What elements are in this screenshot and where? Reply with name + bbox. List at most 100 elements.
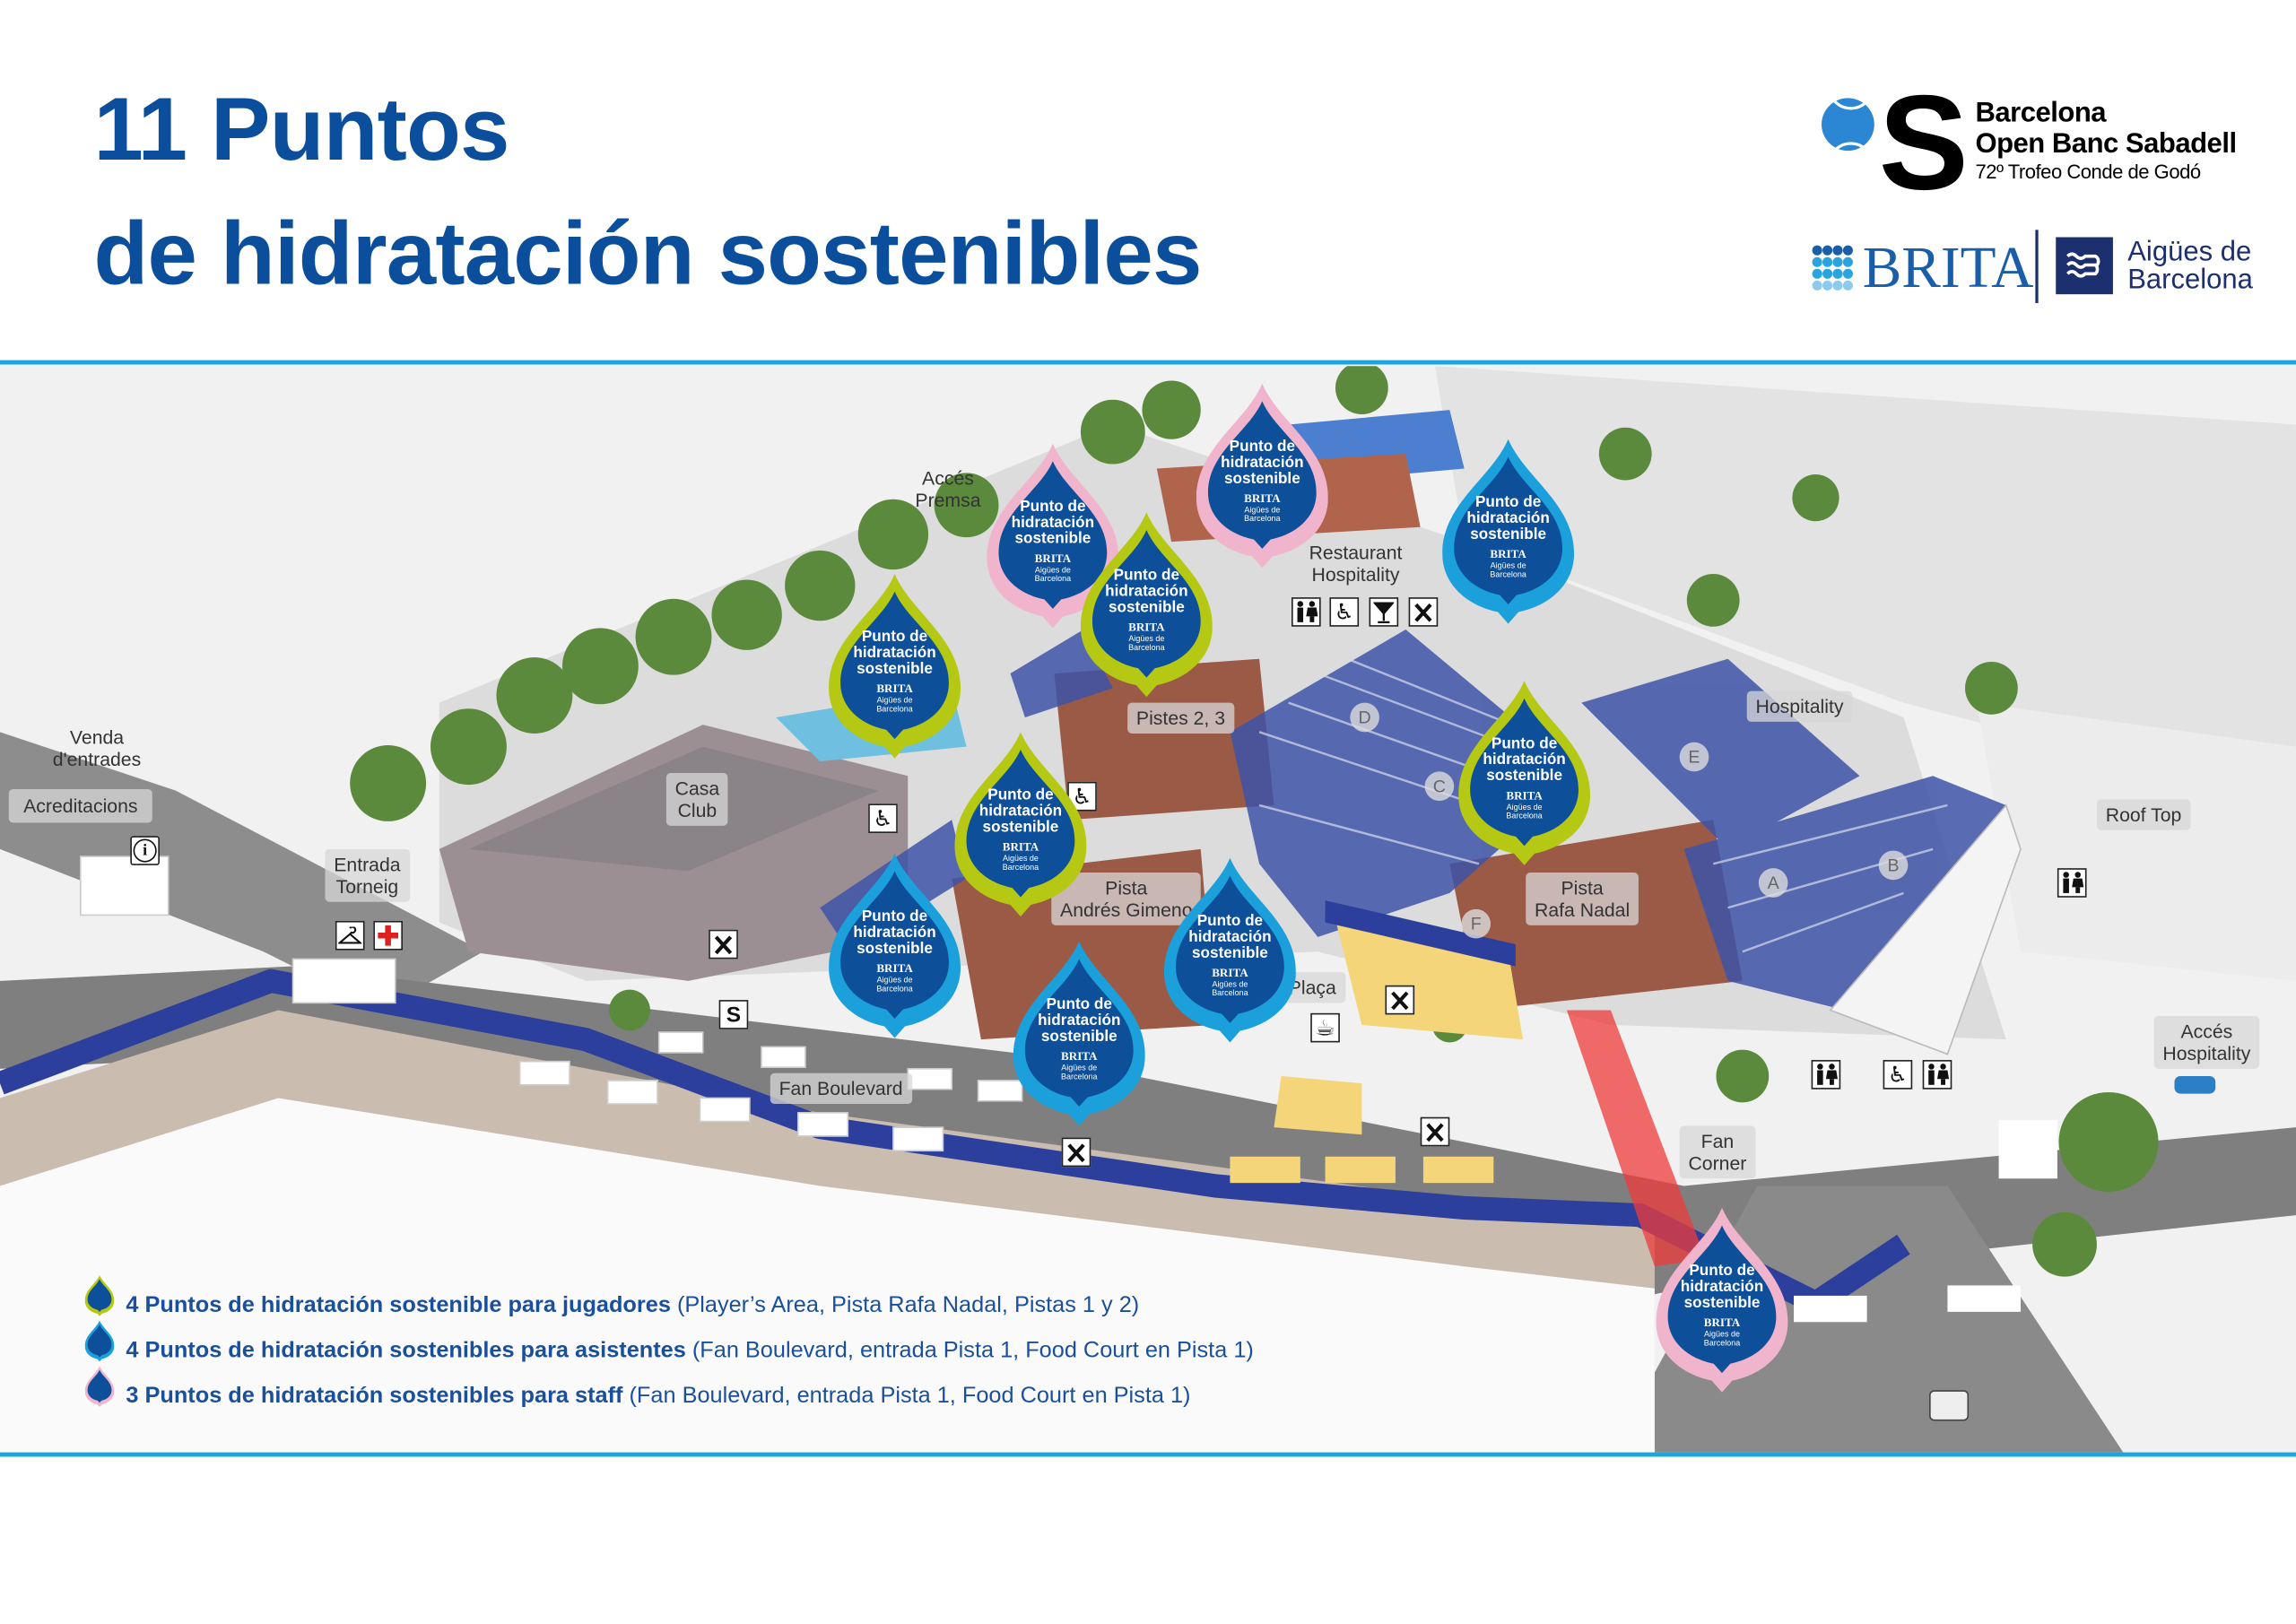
water-drop-icon xyxy=(829,573,961,759)
label-hospitality: Hospitality xyxy=(1746,690,1853,722)
stand-letter-c: C xyxy=(1424,771,1455,802)
marker-title: Punto de xyxy=(1474,493,1542,511)
wheelchair-icon: ♿ xyxy=(1329,597,1360,627)
toilets-icon xyxy=(2057,868,2087,898)
legend-detail: (Fan Boulevard, entrada Pista 1, Food Co… xyxy=(629,1383,1191,1409)
marker-title: Punto de xyxy=(987,786,1054,804)
marker-brita-logo: BRITA xyxy=(1128,621,1165,634)
title-line-2: de hidratación sostenibles xyxy=(93,203,1202,303)
car xyxy=(2174,1075,2216,1094)
legend-item-players: 4 Puntos de hidratación sostenible para … xyxy=(126,1293,1139,1319)
marker-brita-logo: BRITA xyxy=(1703,1316,1741,1330)
stand-letter-b: B xyxy=(1878,850,1909,881)
label-roof-top: Roof Top xyxy=(2096,799,2191,830)
legend-title: 4 Puntos de hidratación sostenible para … xyxy=(126,1292,671,1318)
marker-title: Punto de xyxy=(861,628,928,646)
toilets-icon xyxy=(1291,597,1321,627)
restaurant-icon xyxy=(1420,1116,1450,1147)
label-fan-boulevard: Fan Boulevard xyxy=(770,1073,912,1105)
stand-structure xyxy=(1829,803,2022,1055)
water-drop-icon xyxy=(1013,941,1145,1126)
restaurant-icon xyxy=(1385,985,1415,1015)
marker-title: sostenible xyxy=(1683,1294,1761,1312)
banc-sabadell-atm-icon: S xyxy=(718,1000,749,1029)
toilets-icon xyxy=(1811,1060,1841,1090)
marker-title: Punto de xyxy=(1113,566,1180,585)
marker-title: Punto de xyxy=(1491,734,1558,753)
marker-title: hidratación xyxy=(1038,1012,1121,1029)
water-drop-icon xyxy=(1080,512,1213,698)
crosswalks xyxy=(1793,1119,2057,1323)
legend-title: 3 Puntos de hidratación sostenibles para… xyxy=(126,1383,623,1409)
marker-title: hidratación xyxy=(1483,751,1566,769)
aigues-name: Aigües de Barcelona xyxy=(2127,239,2253,294)
background-buildings xyxy=(1434,366,2296,805)
tennis-ball-logo-icon xyxy=(1822,98,1874,152)
marker-title: Punto de xyxy=(1229,438,1296,456)
wheelchair-icon: ♿ xyxy=(1067,781,1097,812)
marker-title: sostenible xyxy=(1470,525,1547,543)
brita-dots-icon xyxy=(1812,245,1853,291)
fan-boulevard-tents xyxy=(79,855,1023,1152)
marker-title: sostenible xyxy=(1192,944,1268,962)
marker-title: hidratación xyxy=(1188,928,1272,946)
tournament-s-mark: S xyxy=(1878,68,1969,219)
stadium-stands xyxy=(820,630,2006,1011)
tournament-line-1: Barcelona xyxy=(1975,98,2107,129)
marker-title: hidratación xyxy=(1011,514,1095,532)
marker-title: hidratación xyxy=(1680,1278,1764,1296)
marker-title: sostenible xyxy=(857,660,933,678)
brita-logo: BRITA xyxy=(1862,234,2034,300)
water-drop-icon xyxy=(1163,857,1296,1043)
legend-title: 4 Puntos de hidratación sostenibles para… xyxy=(126,1338,686,1363)
water-drop-icon xyxy=(1458,681,1591,865)
title-line-1: 11 Puntos xyxy=(93,79,509,179)
water-drop-icon xyxy=(829,853,961,1038)
legend-detail: (Player’s Area, Pista Rafa Nadal, Pistas… xyxy=(676,1292,1140,1318)
legend-detail: (Fan Boulevard, entrada Pista 1, Food Co… xyxy=(691,1338,1254,1363)
trees xyxy=(350,366,2159,1277)
water-drop-icon xyxy=(954,732,1087,917)
marker-brita-logo: BRITA xyxy=(1212,966,1248,980)
restaurant-icon xyxy=(709,929,738,960)
aigues-line-2: Barcelona xyxy=(2127,265,2253,296)
top-divider xyxy=(0,360,2296,365)
marker-title: hidratación xyxy=(1105,582,1188,601)
marker-brita-logo: BRITA xyxy=(876,682,913,696)
marker-title: Punto de xyxy=(1196,912,1264,930)
toilets-icon xyxy=(1922,1060,1952,1090)
marker-title: sostenible xyxy=(1014,530,1091,548)
marker-brita-logo: BRITA xyxy=(1002,840,1039,854)
water-drop-icon xyxy=(1196,383,1328,569)
